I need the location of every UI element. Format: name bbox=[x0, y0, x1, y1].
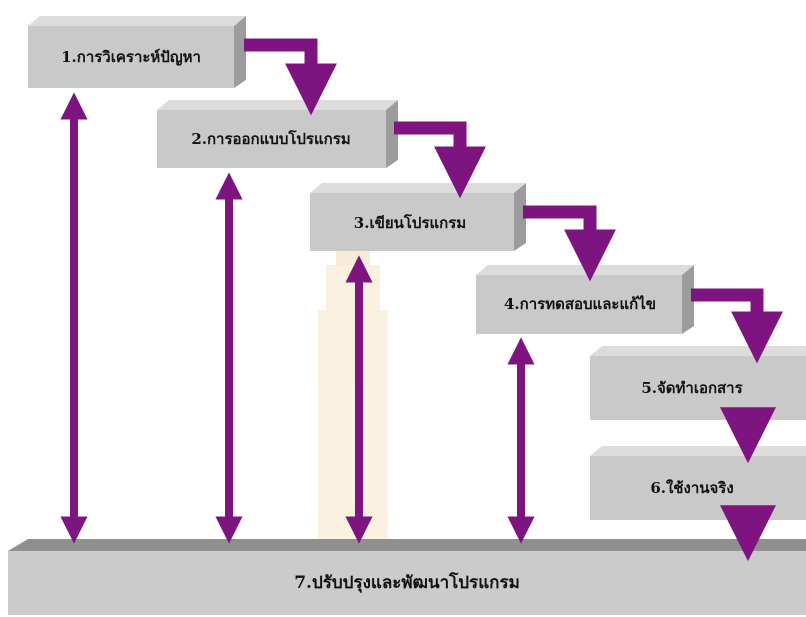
flow-arrow-4-to-5 bbox=[691, 288, 783, 364]
step-2-box: 2.การออกแบบโปรแกรม bbox=[157, 100, 398, 168]
step-5-box: 5.จัดทำเอกสาร bbox=[590, 346, 806, 420]
step-4-label: 4.การทดสอบและแก้ไข bbox=[504, 294, 656, 313]
step-3-box: 3.เขียนโปรแกรม bbox=[310, 183, 526, 251]
step-6-label: 6.ใช้งานจริง bbox=[650, 479, 733, 497]
step-1-label: 1.การวิเคราะห์ปัญหา bbox=[61, 48, 201, 66]
step-3-label: 3.เขียนโปรแกรม bbox=[354, 213, 466, 232]
flow-arrow-2-to-3 bbox=[394, 121, 486, 199]
step-1-box: 1.การวิเคราะห์ปัญหา bbox=[28, 16, 246, 88]
flow-arrow-1-to-2 bbox=[244, 38, 337, 116]
step-6-box: 6.ใช้งานจริง bbox=[590, 446, 806, 520]
step-2-label: 2.การออกแบบโปรแกรม bbox=[191, 129, 350, 148]
flow-arrow-3-to-4 bbox=[523, 205, 616, 282]
step-7-label: 7.ปรับปรุงและพัฒนาโปรแกรม bbox=[294, 572, 520, 593]
step-7-box: 7.ปรับปรุงและพัฒนาโปรแกรม bbox=[8, 539, 806, 615]
step-5-label: 5.จัดทำเอกสาร bbox=[641, 379, 743, 397]
step-4-box: 4.การทดสอบและแก้ไข bbox=[476, 265, 694, 334]
